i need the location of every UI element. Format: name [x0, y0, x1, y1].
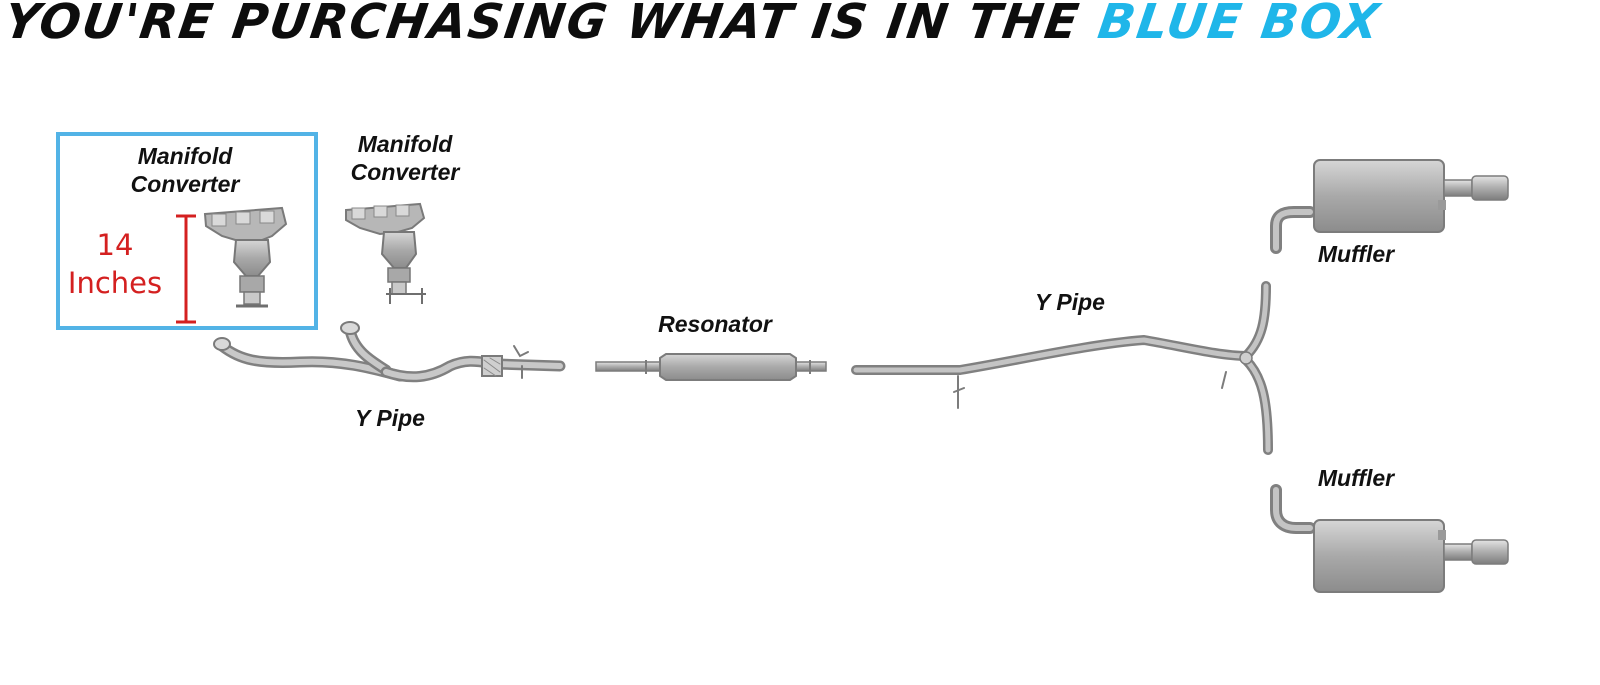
- manifold-label-line2: Converter: [130, 171, 240, 197]
- manifold-label-line1: Manifold: [137, 143, 233, 169]
- y-pipe-rear-label: Y Pipe: [1035, 289, 1105, 315]
- measurement-unit: Inches: [67, 266, 163, 300]
- muffler-bottom-label: Muffler: [1317, 465, 1395, 491]
- muffler-top: [1270, 159, 1509, 254]
- y-pipe-front-label: Y Pipe: [355, 405, 425, 431]
- measurement-label: 14 Inches: [60, 226, 170, 302]
- manifold-converter-label-outside: Manifold Converter: [330, 130, 480, 186]
- manifold-converter-outside: [345, 202, 426, 304]
- dimension-bar: [176, 214, 196, 324]
- muffler-bottom: [1270, 484, 1509, 593]
- manifold-outside-label-line2: Converter: [350, 159, 460, 185]
- muffler-top-label: Muffler: [1317, 241, 1395, 267]
- purchase-highlight-box: [56, 132, 318, 330]
- resonator-label: Resonator: [658, 311, 772, 337]
- rear-y-pipe: [851, 281, 1273, 455]
- front-y-pipe: [213, 321, 566, 383]
- resonator: [595, 353, 827, 381]
- manifold-converter-boxed: [203, 206, 288, 308]
- measurement-value: 14: [96, 228, 134, 262]
- manifold-converter-label-boxed: Manifold Converter: [110, 142, 260, 198]
- manifold-outside-label-line1: Manifold: [357, 131, 453, 157]
